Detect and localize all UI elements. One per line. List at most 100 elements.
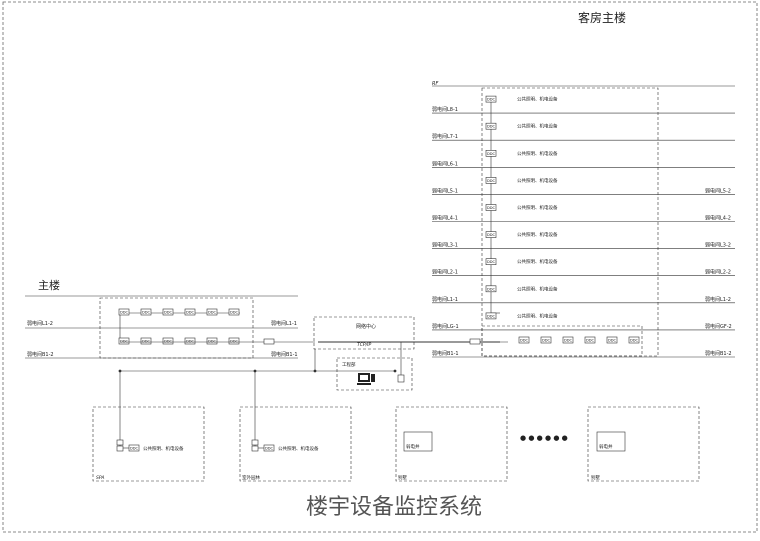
villa-1-shaft-box	[403, 431, 433, 452]
floor-equipment-label-7: 公共照明、机电设备	[517, 285, 558, 292]
floor-ddc-4: DDC	[485, 204, 497, 211]
floor-ddc-2: DDC	[485, 150, 497, 157]
floor-equipment-label-5: 公共照明、机电设备	[517, 231, 558, 238]
villa-1-shaft-label: 弱电井	[406, 443, 420, 450]
basement-ddc-3-label: DDC	[586, 339, 595, 343]
main-l1-ddc-4-label: DDC	[208, 311, 217, 315]
main-b1-ddc-4: DDC	[206, 337, 218, 345]
floor-left-label-3: 弱电间L5-1	[432, 187, 458, 194]
floor-equipment-label-0: 公共照明、机电设备	[517, 96, 558, 103]
floor-right-label-7: 弱电间L1-2	[705, 296, 731, 303]
floor-right-label-3: 弱电间L5-2	[705, 187, 731, 194]
floor-ddc-2-label: DDC	[487, 152, 496, 156]
basement-ddc-3: DDC	[584, 336, 596, 344]
villa-2-shaft-box	[596, 431, 626, 452]
floor-ddc-0: DDC	[485, 95, 497, 103]
main-ddc-rows: DDC DDC DDC DDC DDC DDC DDC DDC DDC DDC DDC DDC	[118, 308, 240, 345]
garden-ddc-label: DDC	[265, 447, 274, 451]
floor-left-label-1: 弱电间L7-1	[432, 133, 458, 140]
floor-equipment-label-6: 公共照明、机电设备	[517, 258, 558, 265]
network-center-box	[313, 316, 415, 350]
zone-name-villa-2: 别墅	[591, 474, 600, 481]
main-right-label-l1: 弱电间L1-1	[271, 320, 297, 327]
network-protocol-label: TCP/IP	[357, 342, 371, 348]
floor-left-label-8: 弱电间LG-1	[432, 323, 459, 330]
main-b1-ddc-1: DDC	[140, 337, 152, 345]
main-b1-ddc-0-label: DDC	[120, 340, 129, 344]
engineering-repeater	[397, 374, 405, 383]
basement-ddc-5-label: DDC	[630, 339, 639, 343]
zone-box-garden	[239, 406, 352, 482]
main-b1-ddc-5: DDC	[228, 337, 240, 345]
guest-building-label: 客房主楼	[578, 10, 626, 25]
main-l1-ddc-3: DDC	[184, 308, 196, 316]
main-l1-ddc-1-label: DDC	[142, 311, 151, 315]
main-l1-ddc-0: DDC	[118, 308, 130, 316]
zone-name-villa-1: 别墅	[398, 474, 407, 481]
main-left-label-b1: 弱电间B1-2	[27, 351, 54, 358]
basement-ddc-1: DDC	[540, 336, 552, 344]
main-l1-ddc-2-label: DDC	[164, 311, 173, 315]
garden-junction	[251, 439, 259, 446]
garden-ddc-small	[251, 445, 259, 452]
floor-ddc-8: DDC	[485, 312, 497, 320]
floor-ddc-1: DDC	[485, 122, 497, 130]
diagram-title: 楼宇设备监控系统	[306, 495, 482, 520]
engineering-box	[336, 357, 413, 391]
drawing-frame	[2, 1, 758, 533]
floor-ddc-4-label: DDC	[487, 206, 496, 210]
main-b1-ddc-3: DDC	[184, 337, 196, 345]
floor-ddc-3-label: DDC	[487, 179, 496, 183]
floor-left-label-9: 弱电间B1-1	[432, 350, 459, 357]
engineering-label: 工程部	[342, 361, 356, 368]
spa-ddc-small	[116, 445, 124, 452]
basement-ddc-2: DDC	[562, 336, 574, 344]
floor-right-label-9: 弱电间B1-2	[705, 350, 732, 357]
floor-ddc-1-label: DDC	[487, 125, 496, 129]
floor-right-label-8: 弱电间GF-2	[705, 323, 732, 330]
bus-node-engineering	[393, 369, 397, 373]
main-l1-ddc-3-label: DDC	[186, 311, 195, 315]
main-b1-ddc-2-label: DDC	[164, 340, 173, 344]
zone-box-villa-2	[587, 406, 700, 482]
main-b1-ddc-1-label: DDC	[142, 340, 151, 344]
floor-ddc-0-label: DDC	[487, 98, 496, 102]
main-b1-ddc-2: DDC	[162, 337, 174, 345]
main-right-label-b1: 弱电间B1-1	[271, 351, 298, 358]
main-b1-ddc-3-label: DDC	[186, 340, 195, 344]
main-l1-ddc-5: DDC	[228, 308, 240, 316]
floor-equipment-label-2: 公共照明、机电设备	[517, 150, 558, 157]
floor-equipment-label-8: 公共照明、机电设备	[517, 312, 558, 319]
floor-right-label-4: 弱电间L4-2	[705, 215, 731, 222]
main-l1-ddc-1: DDC	[140, 308, 152, 316]
main-b1-ddc-5-label: DDC	[230, 340, 239, 344]
spa-ddc-label: DDC	[130, 447, 139, 451]
floor-equipment-label-3: 公共照明、机电设备	[517, 177, 558, 184]
floor-ddc-7: DDC	[485, 285, 497, 293]
floor-ddc-3: DDC	[485, 177, 497, 184]
basement-ddc-4-label: DDC	[608, 339, 617, 343]
spa-ddc-module: DDC	[128, 444, 140, 452]
floor-ddc-5-label: DDC	[487, 233, 496, 237]
main-l1-ddc-2: DDC	[162, 308, 174, 316]
basement-ddc-0-label: DDC	[520, 339, 529, 343]
workstation-icon	[357, 373, 375, 385]
network-center-label: 网络中心	[356, 323, 376, 330]
main-b1-ddc-4-label: DDC	[208, 340, 217, 344]
floor-ddc-6-label: DDC	[487, 260, 496, 264]
floor-left-label-0: 弱电间L8-1	[432, 106, 458, 113]
floor-equipment-label-4: 公共照明、机电设备	[517, 204, 558, 211]
basement-ddc-0: DDC	[518, 336, 530, 344]
basement-ddc-2-label: DDC	[564, 339, 573, 343]
spa-equipment-label: 公共照明、机电设备	[143, 445, 184, 452]
main-building-label: 主楼	[38, 278, 60, 292]
garden-ddc-module: DDC	[263, 444, 275, 452]
floor-right-label-6: 弱电间L2-2	[705, 269, 731, 276]
main-left-label-l1: 弱电间L1-2	[27, 320, 53, 327]
floor-left-label-5: 弱电间L3-1	[432, 242, 458, 249]
floor-left-label-4: 弱电间L4-1	[432, 215, 458, 222]
upper-zone-box	[481, 87, 659, 357]
basement-ddc-4: DDC	[606, 336, 618, 344]
